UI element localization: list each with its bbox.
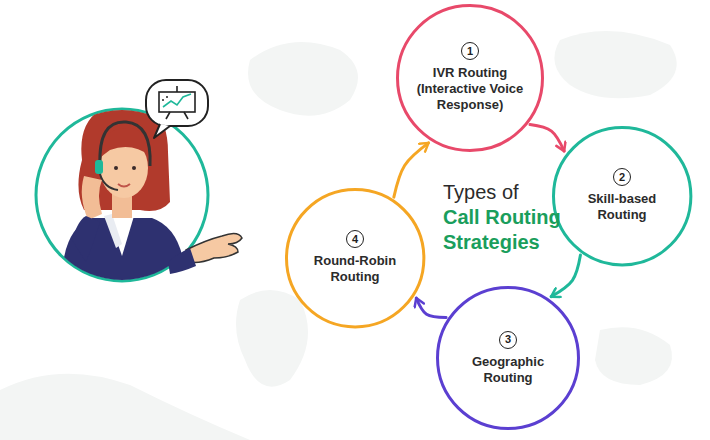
cycle-arrow — [416, 298, 446, 317]
circle-content: 2Skill-based Routing — [564, 168, 680, 223]
circle-content: 3Geographic Routing — [450, 331, 566, 386]
cycle-arrow — [394, 143, 429, 197]
callout-number: 3 — [499, 331, 517, 349]
woman-figure — [62, 102, 186, 290]
cycle-arrow — [530, 125, 564, 152]
strategy-name: Skill-based Routing — [564, 191, 680, 223]
sleeve — [168, 248, 196, 274]
strategy-circle: 2Skill-based Routing — [552, 126, 692, 266]
strategy-circle: 1IVR Routing (Interactive Voice Response… — [396, 4, 544, 152]
strategy-circle: 4Round-Robin Routing — [285, 188, 425, 328]
circle-content: 1IVR Routing (Interactive Voice Response… — [412, 42, 528, 113]
hand — [186, 233, 242, 262]
cycle-arrow — [551, 255, 580, 297]
strategy-name: IVR Routing (Interactive Voice Response) — [412, 65, 528, 113]
circle-content: 4Round-Robin Routing — [297, 230, 413, 285]
callout-number: 2 — [613, 168, 631, 186]
center-heading: Types ofCall Routing Strategies — [443, 180, 568, 255]
heading-text: Types of — [443, 180, 568, 205]
strategy-circle: 3Geographic Routing — [436, 286, 580, 430]
callout-number: 4 — [346, 230, 364, 248]
heading-text: Call Routing Strategies — [443, 205, 568, 255]
speech-bubble — [146, 80, 208, 138]
callout-number: 1 — [461, 42, 479, 60]
avatar-ring — [36, 109, 208, 281]
strategy-name: Geographic Routing — [450, 354, 566, 386]
strategy-name: Round-Robin Routing — [297, 253, 413, 285]
